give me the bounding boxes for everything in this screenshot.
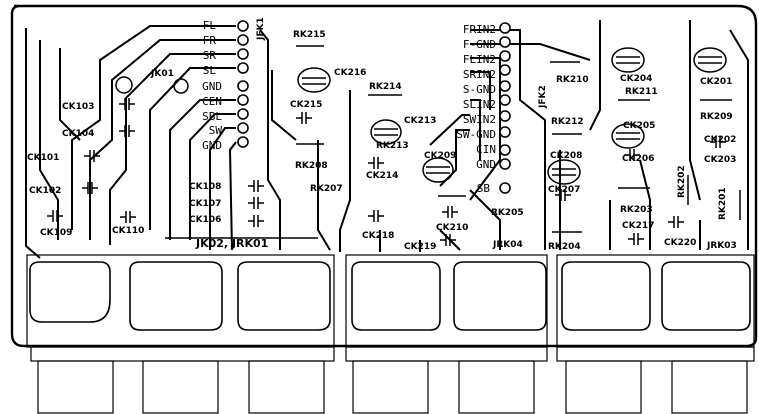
connector-label-jk01: JK01 bbox=[150, 69, 174, 79]
label-ck219: CK219 bbox=[404, 242, 436, 252]
mounting-hole bbox=[173, 78, 189, 94]
signal-label-fl: FL bbox=[203, 19, 217, 32]
signal-label-gnd-1: GND bbox=[202, 80, 222, 93]
polarized-capacitors bbox=[297, 47, 727, 185]
label-ck218: CK218 bbox=[362, 231, 394, 241]
label-rk207: RK207 bbox=[310, 184, 343, 194]
signal-label-fr: FR bbox=[203, 34, 217, 47]
label-rk202: RK202 bbox=[677, 165, 687, 198]
label-rk212: RK212 bbox=[551, 117, 584, 127]
signal-label-gnd-3: GND bbox=[476, 158, 496, 171]
label-ck104: CK104 bbox=[62, 129, 94, 139]
label-ck101: CK101 bbox=[27, 153, 59, 163]
signal-label-cin: CIN bbox=[476, 143, 496, 156]
label-ck216: CK216 bbox=[334, 68, 366, 78]
resistor-symbols bbox=[296, 45, 741, 233]
label-ck102: CK102 bbox=[29, 186, 61, 196]
resistor-labels: RK201 RK202 RK203 RK204 RK205 RK207 RK20… bbox=[293, 30, 733, 252]
signal-label-sb: SB bbox=[477, 182, 491, 195]
copper-traces bbox=[25, 20, 749, 259]
signal-label-slin2: SLIN2 bbox=[463, 98, 496, 111]
label-rk214: RK214 bbox=[369, 82, 402, 92]
label-rk201: RK201 bbox=[718, 187, 728, 220]
signal-label-srin2: SRIN2 bbox=[463, 68, 496, 81]
signal-label-sw: SW bbox=[209, 124, 223, 137]
connector-housings bbox=[26, 254, 755, 414]
signal-label-swin2: SWIN2 bbox=[463, 113, 496, 126]
signal-label-sr: SR bbox=[203, 49, 217, 62]
label-ck108: CK108 bbox=[189, 182, 221, 192]
copper-pads bbox=[29, 261, 751, 331]
label-ck109: CK109 bbox=[40, 228, 72, 238]
connector-label-jk02-jrk01: JK02, JRK01 bbox=[195, 237, 268, 250]
label-ck110: CK110 bbox=[112, 226, 144, 236]
mounting-hole bbox=[115, 76, 133, 94]
capacitor-symbols bbox=[47, 98, 726, 246]
label-ck107: CK107 bbox=[189, 199, 221, 209]
label-ck217: CK217 bbox=[622, 221, 654, 231]
label-ck201: CK201 bbox=[700, 77, 732, 87]
label-ck203: CK203 bbox=[704, 155, 736, 165]
label-rk213: RK213 bbox=[376, 141, 409, 151]
label-ck205: CK205 bbox=[623, 121, 655, 131]
label-ck208: CK208 bbox=[550, 151, 582, 161]
connector-label-jrk03: JRK03 bbox=[706, 241, 737, 251]
header-pins bbox=[237, 20, 511, 194]
label-ck215: CK215 bbox=[290, 100, 322, 110]
label-rk210: RK210 bbox=[556, 75, 589, 85]
label-ck204: CK204 bbox=[620, 74, 652, 84]
signal-label-gnd-2: GND bbox=[202, 139, 222, 152]
label-rk204: RK204 bbox=[548, 242, 581, 252]
label-rk205: RK205 bbox=[491, 208, 524, 218]
label-rk211: RK211 bbox=[625, 87, 658, 97]
signal-label-frin2: FRIN2 bbox=[463, 23, 496, 36]
label-rk203: RK203 bbox=[620, 205, 653, 215]
signal-label-s-gnd: S-GND bbox=[463, 83, 496, 96]
label-ck206: CK206 bbox=[622, 154, 654, 164]
signal-label-sw-gnd: SW-GND bbox=[456, 128, 496, 141]
signal-label-f-gnd: F-GND bbox=[463, 38, 496, 51]
board-outline bbox=[10, 4, 758, 348]
signal-label-sbl: SBL bbox=[202, 110, 222, 123]
signal-label-cen: CEN bbox=[202, 95, 222, 108]
label-ck220: CK220 bbox=[664, 238, 696, 248]
right-signal-labels: FRIN2 F-GND FLIN2 SRIN2 S-GND SLIN2 SWIN… bbox=[456, 23, 496, 195]
connector-label-jrk04: JRK04 bbox=[492, 240, 523, 250]
label-rk215: RK215 bbox=[293, 30, 326, 40]
label-ck207: CK207 bbox=[548, 185, 580, 195]
label-rk208: RK208 bbox=[295, 161, 328, 171]
left-signal-labels: FL FR SR SL GND CEN SBL SW GND bbox=[202, 19, 222, 152]
label-ck213: CK213 bbox=[404, 116, 436, 126]
label-ck209: CK209 bbox=[424, 151, 456, 161]
connector-label-jfk1: JFK1 bbox=[256, 17, 266, 41]
label-rk209: RK209 bbox=[700, 112, 733, 122]
label-ck106: CK106 bbox=[189, 215, 221, 225]
signal-label-flin2: FLIN2 bbox=[463, 53, 496, 66]
label-ck202: CK202 bbox=[704, 135, 736, 145]
signal-label-sl: SL bbox=[203, 64, 217, 77]
connector-label-jfk2: JFK2 bbox=[538, 85, 548, 109]
label-ck103: CK103 bbox=[62, 102, 94, 112]
capacitor-labels: CK101 CK102 CK103 CK104 CK106 CK107 CK10… bbox=[27, 68, 736, 252]
label-ck210: CK210 bbox=[436, 223, 468, 233]
label-ck214: CK214 bbox=[366, 171, 398, 181]
